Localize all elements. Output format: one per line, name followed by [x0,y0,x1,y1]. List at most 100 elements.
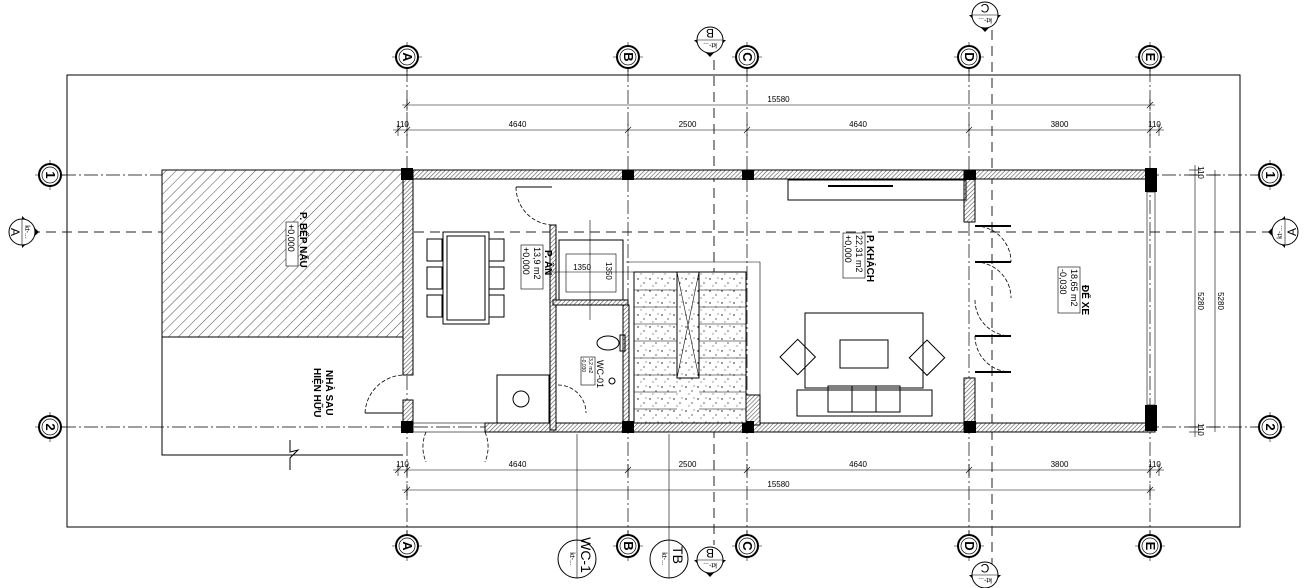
section-label: B [706,546,714,560]
kitchen-area [161,169,404,338]
grid-label: C [740,52,755,62]
grid-bubble-a-top[interactable]: A [392,42,422,72]
dimension-text: 4640 [509,120,527,129]
room-label-parking: ĐỂ XE 18,65 m2 -0,030 [1057,266,1092,315]
grid-bubble-2-right[interactable]: 2 [1255,412,1285,442]
elevator: 1350 1350 [545,220,635,320]
grid-bubble-c-bottom[interactable]: C [732,531,762,561]
grid-label: B [621,52,636,61]
section-sheet: kt-... [978,16,992,23]
break-line [289,440,300,470]
section-marker-a-right[interactable]: kt-...A [1268,216,1299,248]
dimension-text: 110 [396,120,409,129]
dimension-text: 2500 [679,460,697,469]
walls [401,168,1157,433]
section-sheet: kt-... [978,576,992,583]
section-label: C [980,561,989,575]
grid-label: E [1143,53,1158,62]
section-sheet: kt-... [1277,225,1284,239]
room-level: -0,030 [1058,269,1068,295]
grid-label: 2 [43,423,58,430]
room-label-wc: WC-01 3,2 m2 -0,030 [580,356,605,388]
dimension-text: 3800 [1051,120,1069,129]
existing-house-line1: NHÀ SAU [323,370,336,416]
room-name: P. ĂN [542,250,555,275]
dimension-text: 15580 [767,95,790,104]
grid-label: E [1143,542,1158,551]
dimension-lines: 15580 110 4640 2500 4640 3800 110 110 4640 2500 46… [393,95,1225,496]
grid-bubble-a-bottom[interactable]: A [392,531,422,561]
dimension-text: 110 [1196,166,1205,179]
room-label-living: P. KHÁCH 22,31 m2 +0,000 [842,232,877,282]
elevator-depth: 1350 [604,262,613,280]
dimension-text: 2500 [679,120,697,129]
dimension-text: 4640 [849,460,867,469]
dimension-text: 15580 [767,480,790,489]
callout-tb[interactable]: TBkt-... [649,434,689,579]
living-furniture [779,179,967,417]
section-sheet: kt-... [703,41,717,48]
room-level: +0,000 [286,224,296,252]
callout-label: WC-1 [578,537,594,573]
staircase [626,261,761,425]
dimension-text: 5280 [1196,292,1205,310]
room-label-existing-house: NHÀ SAU HIỆN HỮU [311,368,336,417]
section-marker-b-bottom[interactable]: kt-...B [694,546,726,577]
callout-wc[interactable]: WC-1kt-... [557,434,597,579]
section-marker-b-top[interactable]: kt-...B [694,26,726,57]
room-label-dining: P. ĂN 13,9 m2 +0,000 [520,244,555,290]
grid-bubble-2-left[interactable]: 2 [35,412,65,442]
section-label: A [1285,228,1299,236]
grid-label: 1 [43,171,58,178]
room-level: +0,000 [843,235,853,263]
section-sheet: kt-... [23,225,30,239]
callout-sheet: kt-... [568,552,575,566]
dining-table [426,231,505,325]
section-marker-a-left[interactable]: kt-...A [8,216,39,248]
grid-label: A [400,52,415,62]
room-level: -0,030 [580,358,586,372]
dimension-text: 4640 [509,460,527,469]
grid-label: A [400,541,415,551]
grid-bubble-1-right[interactable]: 1 [1255,160,1285,190]
grid-bubble-d-top[interactable]: D [954,42,984,72]
room-label-kitchen: P. BẾP NẤU +0,000 [285,212,310,268]
dimension-text: 3800 [1051,460,1069,469]
existing-house-line2: HIỆN HỮU [311,368,324,417]
dimension-text: 110 [1148,460,1161,469]
grid-bubble-c-top[interactable]: C [732,42,762,72]
callout-label: TB [670,546,686,564]
section-label: B [706,26,714,40]
grid-label: D [962,52,977,61]
grid-bubble-b-top[interactable]: B [613,42,643,72]
grid-bubbles: A A B B C C D D E E 1 1 2 2 [35,42,1285,561]
room-name: WC-01 [595,360,605,388]
callout-sheet: kt-... [660,552,667,566]
dimension-text: 110 [1148,120,1161,129]
room-name: P. BẾP NẤU [297,212,310,268]
dimension-text: 4640 [849,120,867,129]
room-level: +0,000 [521,247,531,275]
section-label: A [8,228,22,236]
dimension-text: 110 [396,460,409,469]
existing-house-outline [161,337,403,456]
grid-bubble-1-left[interactable]: 1 [35,160,65,190]
grid-bubble-b-bottom[interactable]: B [613,531,643,561]
grid-label: B [621,541,636,550]
grid-bubble-d-bottom[interactable]: D [954,531,984,561]
grid-label: 2 [1263,423,1278,430]
room-name: P. KHÁCH [864,235,877,282]
room-area: 13,9 m2 [532,247,542,280]
room-area: 3,2 m2 [587,358,593,374]
section-label: C [980,1,989,15]
grid-label: D [962,541,977,550]
grid-bubble-e-top[interactable]: E [1135,42,1165,72]
room-name: ĐỂ XE [1079,285,1092,315]
site-boundary [66,74,1241,528]
grid-bubble-e-bottom[interactable]: E [1135,531,1165,561]
section-marker-c-top[interactable]: kt-...C [969,1,1001,32]
grid-label: 1 [1263,171,1278,178]
section-marker-c-bottom[interactable]: kt-...C [969,561,1001,588]
room-area: 18,65 m2 [1069,269,1079,307]
